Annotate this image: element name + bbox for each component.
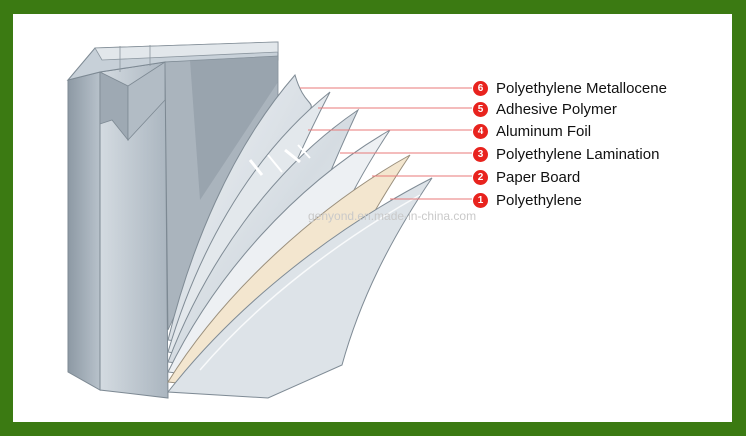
carton-body — [66, 41, 279, 399]
layer-number-badge: 1 — [473, 192, 488, 208]
layer-number-badge: 2 — [473, 169, 488, 185]
legend-item-3: 3 Polyethylene Lamination — [473, 144, 659, 164]
layer-1-sheet — [167, 177, 433, 399]
layer-label: Polyethylene Lamination — [496, 145, 660, 163]
legend-item-6: 6 Polyethylene Metallocene — [473, 78, 667, 98]
leader-lines — [300, 87, 472, 200]
legend-item-2: 2 Paper Board — [473, 167, 580, 187]
layer-label: Polyethylene Metallocene — [496, 79, 667, 97]
watermark: genyond.en.made-in-china.com — [308, 209, 477, 223]
legend-item-1: 1 Polyethylene — [473, 190, 582, 210]
legend-item-5: 5 Adhesive Polymer — [473, 99, 617, 119]
layer-sheets — [167, 73, 433, 399]
layer-label: Adhesive Polymer — [496, 100, 617, 118]
layer-label: Polyethylene — [496, 191, 582, 209]
layer-number-badge: 4 — [473, 123, 488, 139]
legend-item-4: 4 Aluminum Foil — [473, 121, 591, 141]
layer-number-badge: 6 — [473, 80, 488, 96]
layer-label: Aluminum Foil — [496, 122, 592, 140]
layer-number-badge: 5 — [473, 101, 488, 117]
layer-label: Paper Board — [496, 168, 581, 186]
layer-number-badge: 3 — [473, 146, 488, 162]
